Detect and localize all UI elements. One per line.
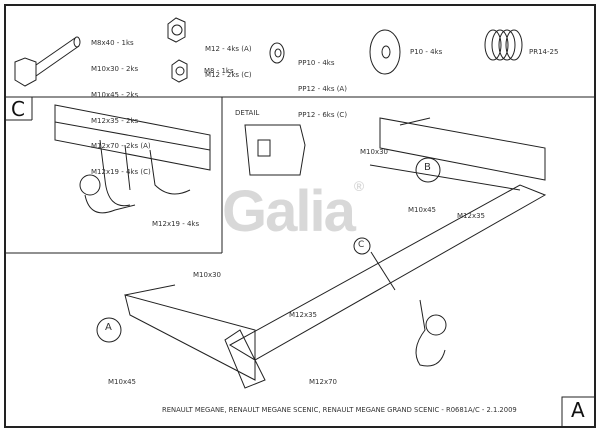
bolt-label: M12x70 <box>309 378 337 386</box>
bolt-list: M8x40 - 1ks M10x30 - 2ks M10x45 - 2ks M1… <box>91 22 151 194</box>
bolt-label: M12x19 - 4ks <box>152 220 200 228</box>
nut-m8-icon <box>171 59 188 83</box>
part-label: PR14-25 <box>529 48 559 56</box>
bolt-label: M10x30 <box>360 148 388 156</box>
part-label: P10 - 4ks <box>410 48 443 56</box>
bolt-label: M10x45 <box>408 206 436 214</box>
part-label: M10x30 - 2ks <box>91 64 139 73</box>
detail-label: DETAIL <box>235 109 260 117</box>
sheet-box <box>561 396 596 428</box>
part-label: M8x40 - 1ks <box>91 39 134 48</box>
part-label: PP10 - 4ks <box>298 59 335 68</box>
nut-icon <box>167 17 186 43</box>
part-label: M12x19 - 4ks (C) <box>91 168 151 177</box>
part-label: PP12 - 6ks (C) <box>298 110 348 119</box>
part-label: M10x45 - 2ks <box>91 90 139 99</box>
bolt-icon <box>14 36 81 87</box>
callout-c: C <box>358 240 365 250</box>
sheet-label: A <box>571 398 585 422</box>
callout-b: B <box>424 162 431 173</box>
callout-a-circle <box>96 317 122 343</box>
part-label: PP12 - 4ks (A) <box>298 84 347 93</box>
part-label: M12 - 2ks (C) <box>205 70 252 79</box>
section-c-label: C <box>11 97 25 121</box>
callout-a: A <box>105 322 112 333</box>
nut-list: M12 - 4ks (A) M12 - 2ks (C) <box>205 28 252 97</box>
spring-icon <box>484 29 523 61</box>
bolt-label: M12x35 <box>289 311 317 319</box>
callout-b-circle <box>415 157 441 183</box>
galia-logo: Galia® <box>222 178 364 244</box>
detail-view <box>244 124 306 176</box>
part-label: M12 - 4ks (A) <box>205 45 252 54</box>
sheet-border <box>4 4 596 428</box>
towbar-assembly <box>124 117 547 389</box>
section-c-hitch <box>54 104 211 214</box>
title-block: RENAULT MEGANE, RENAULT MEGANE SCENIC, R… <box>162 406 517 414</box>
bolt-label: M12x35 <box>457 212 485 220</box>
washer-list: PP10 - 4ks PP12 - 4ks (A) PP12 - 6ks (C) <box>298 42 347 137</box>
washer-p-icon <box>369 29 401 75</box>
washer-pp-icon <box>269 42 285 64</box>
bolt-label: M10x45 <box>108 378 136 386</box>
bolt-label: M10x30 <box>193 271 221 279</box>
part-label: M8 - 1ks <box>204 67 234 75</box>
part-label: M12x35 - 2ks <box>91 116 139 125</box>
callout-c-circle <box>353 237 371 255</box>
part-label: M12x70 - 2ks (A) <box>91 142 151 151</box>
